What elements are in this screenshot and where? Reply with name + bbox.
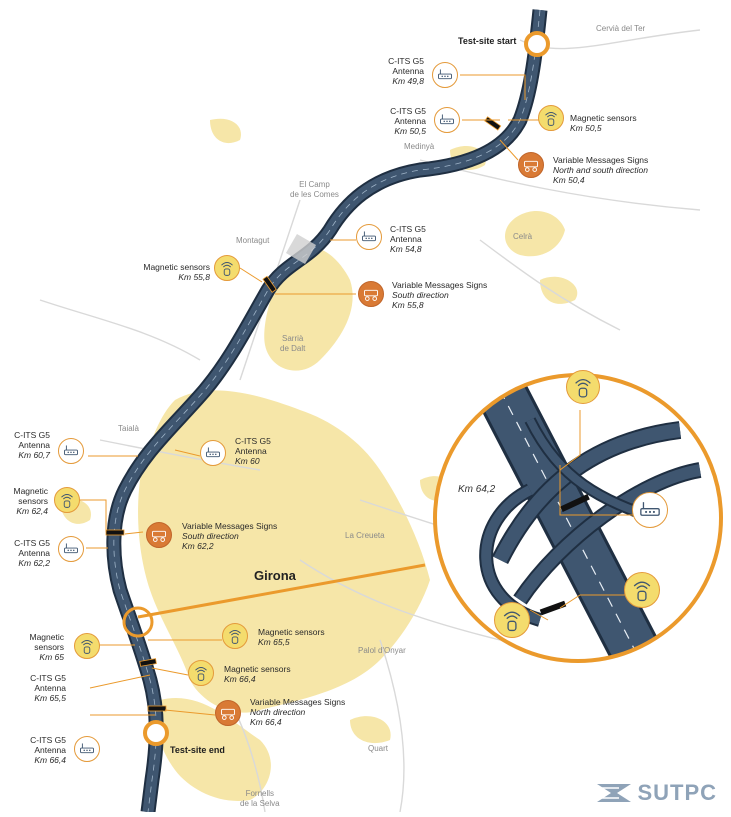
logo-mark-icon — [597, 784, 632, 802]
inset-km-label: Km 64,2 — [458, 484, 496, 495]
place-label: Palol d'Onyar — [358, 646, 406, 655]
magnetic-sensor-icon — [222, 623, 248, 649]
end-marker — [143, 720, 169, 746]
inset-detail — [433, 373, 723, 663]
place-label: Montagut — [236, 236, 270, 245]
start-marker — [524, 31, 550, 57]
place-label: Taialà — [118, 424, 139, 433]
magnetic-sensor-icon — [188, 660, 214, 686]
place-label: Fornells de la Selva — [240, 789, 280, 808]
magnetic-sensor-icon — [214, 255, 240, 281]
magnetic-sensor-icon — [566, 370, 600, 404]
antenna-icon — [200, 440, 226, 466]
antenna-icon — [434, 107, 460, 133]
antenna-icon — [356, 224, 382, 250]
place-label: Cervià del Ter — [596, 24, 646, 33]
magnetic-sensor-icon — [494, 602, 530, 638]
interchange-marker — [122, 606, 154, 638]
place-label: Quart — [368, 744, 389, 753]
place-label: Sarrià de Dalt — [280, 334, 306, 353]
highway-route — [106, 9, 548, 813]
antenna-icon — [58, 536, 84, 562]
antenna-icon — [58, 438, 84, 464]
antenna-icon — [632, 492, 668, 528]
minor-roads — [39, 29, 701, 813]
start-label: Test-site start — [458, 36, 517, 46]
variable-message-sign-icon — [518, 152, 544, 178]
antenna-icon — [74, 736, 100, 762]
magnetic-sensor-icon — [538, 105, 564, 131]
place-label: Celrà — [513, 232, 533, 241]
magnetic-sensor-icon — [74, 633, 100, 659]
antenna-icon — [432, 62, 458, 88]
magnetic-sensor-icon — [624, 572, 660, 608]
road-markers — [105, 116, 502, 712]
variable-message-sign-icon — [358, 281, 384, 307]
end-label: Test-site end — [170, 745, 225, 755]
logo-text: SUTPC — [637, 780, 717, 805]
place-label: El Camp de les Comes — [290, 180, 339, 199]
sutpc-logo: SUTPC — [597, 780, 717, 806]
city-label: Girona — [254, 568, 296, 583]
variable-message-sign-icon — [215, 700, 241, 726]
urban-areas — [60, 118, 578, 801]
magnetic-sensor-icon — [54, 487, 80, 513]
variable-message-sign-icon — [146, 522, 172, 548]
place-label: La Creueta — [345, 531, 385, 540]
place-label: Medinyà — [404, 142, 435, 151]
